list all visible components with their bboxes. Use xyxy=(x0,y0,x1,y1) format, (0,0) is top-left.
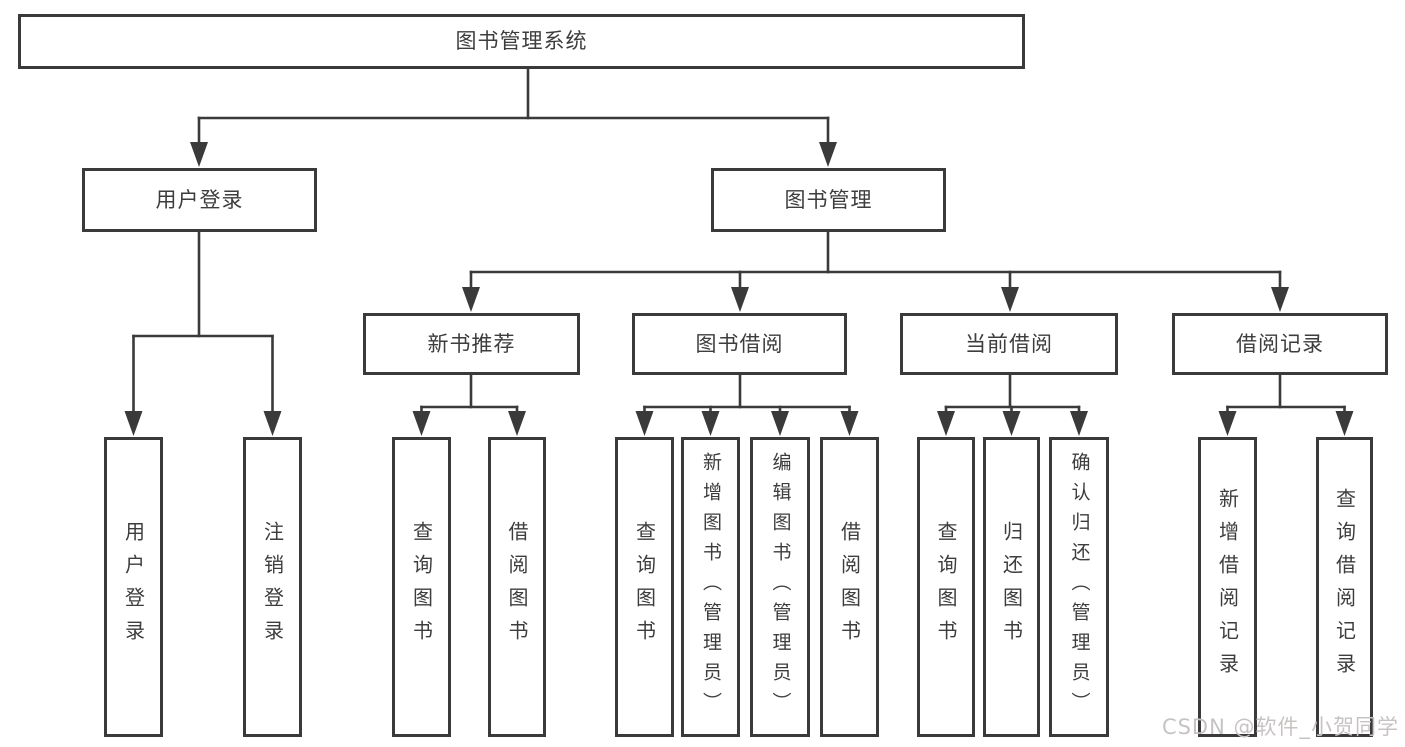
node-book-borrowing: 图书借阅 xyxy=(632,313,847,375)
leaf-logout: 注销登录 xyxy=(243,437,302,737)
leaf-query-books-1: 查询图书 xyxy=(392,437,451,737)
leaf-user-login: 用户登录 xyxy=(104,437,163,737)
leaf-borrow-books-1: 借阅图书 xyxy=(488,437,546,737)
leaf-add-borrow-record-label: 新增借阅记录 xyxy=(1215,488,1240,686)
node-book-borrowing-label: 图书借阅 xyxy=(695,331,784,356)
leaf-confirm-return-admin-label: 确认归还（管理员） xyxy=(1068,452,1091,722)
leaf-borrow-books-1-label: 借阅图书 xyxy=(505,521,529,653)
leaf-query-borrow-record: 查询借阅记录 xyxy=(1316,437,1373,737)
leaf-query-borrow-record-label: 查询借阅记录 xyxy=(1332,488,1357,686)
leaf-return-books-label: 归还图书 xyxy=(999,521,1024,653)
leaf-borrow-books-2: 借阅图书 xyxy=(820,437,879,737)
node-borrowing-records-label: 借阅记录 xyxy=(1236,331,1324,356)
node-book-management-label: 图书管理 xyxy=(784,187,873,212)
leaf-query-books-2: 查询图书 xyxy=(615,437,674,737)
watermark-text: CSDN @软件_小贺同学 xyxy=(1161,715,1399,739)
node-borrowing-records: 借阅记录 xyxy=(1172,313,1388,375)
node-user-login-label: 用户登录 xyxy=(155,187,244,212)
leaf-edit-books-admin: 编辑图书（管理员） xyxy=(750,437,810,737)
leaf-query-books-1-label: 查询图书 xyxy=(409,521,434,653)
node-book-management: 图书管理 xyxy=(711,168,946,232)
node-root-label: 图书管理系统 xyxy=(455,29,588,53)
node-root: 图书管理系统 xyxy=(18,14,1025,69)
leaf-add-books-admin: 新增图书（管理员） xyxy=(681,437,740,737)
leaf-add-borrow-record: 新增借阅记录 xyxy=(1198,437,1257,737)
leaf-edit-books-admin-label: 编辑图书（管理员） xyxy=(769,452,792,722)
leaf-confirm-return-admin: 确认归还（管理员） xyxy=(1049,437,1109,737)
node-new-book-recommend: 新书推荐 xyxy=(363,313,580,375)
leaf-query-books-3: 查询图书 xyxy=(917,437,975,737)
leaf-add-books-admin-label: 新增图书（管理员） xyxy=(700,452,722,722)
leaf-user-login-label: 用户登录 xyxy=(121,521,146,653)
node-user-login: 用户登录 xyxy=(82,168,317,232)
leaf-query-books-2-label: 查询图书 xyxy=(632,521,657,653)
node-current-borrowing: 当前借阅 xyxy=(900,313,1118,375)
node-new-book-recommend-label: 新书推荐 xyxy=(427,331,516,356)
leaf-logout-label: 注销登录 xyxy=(260,521,285,653)
node-current-borrowing-label: 当前借阅 xyxy=(965,331,1053,356)
leaf-borrow-books-2-label: 借阅图书 xyxy=(837,521,862,653)
leaf-query-books-3-label: 查询图书 xyxy=(934,521,958,653)
leaf-return-books: 归还图书 xyxy=(983,437,1040,737)
